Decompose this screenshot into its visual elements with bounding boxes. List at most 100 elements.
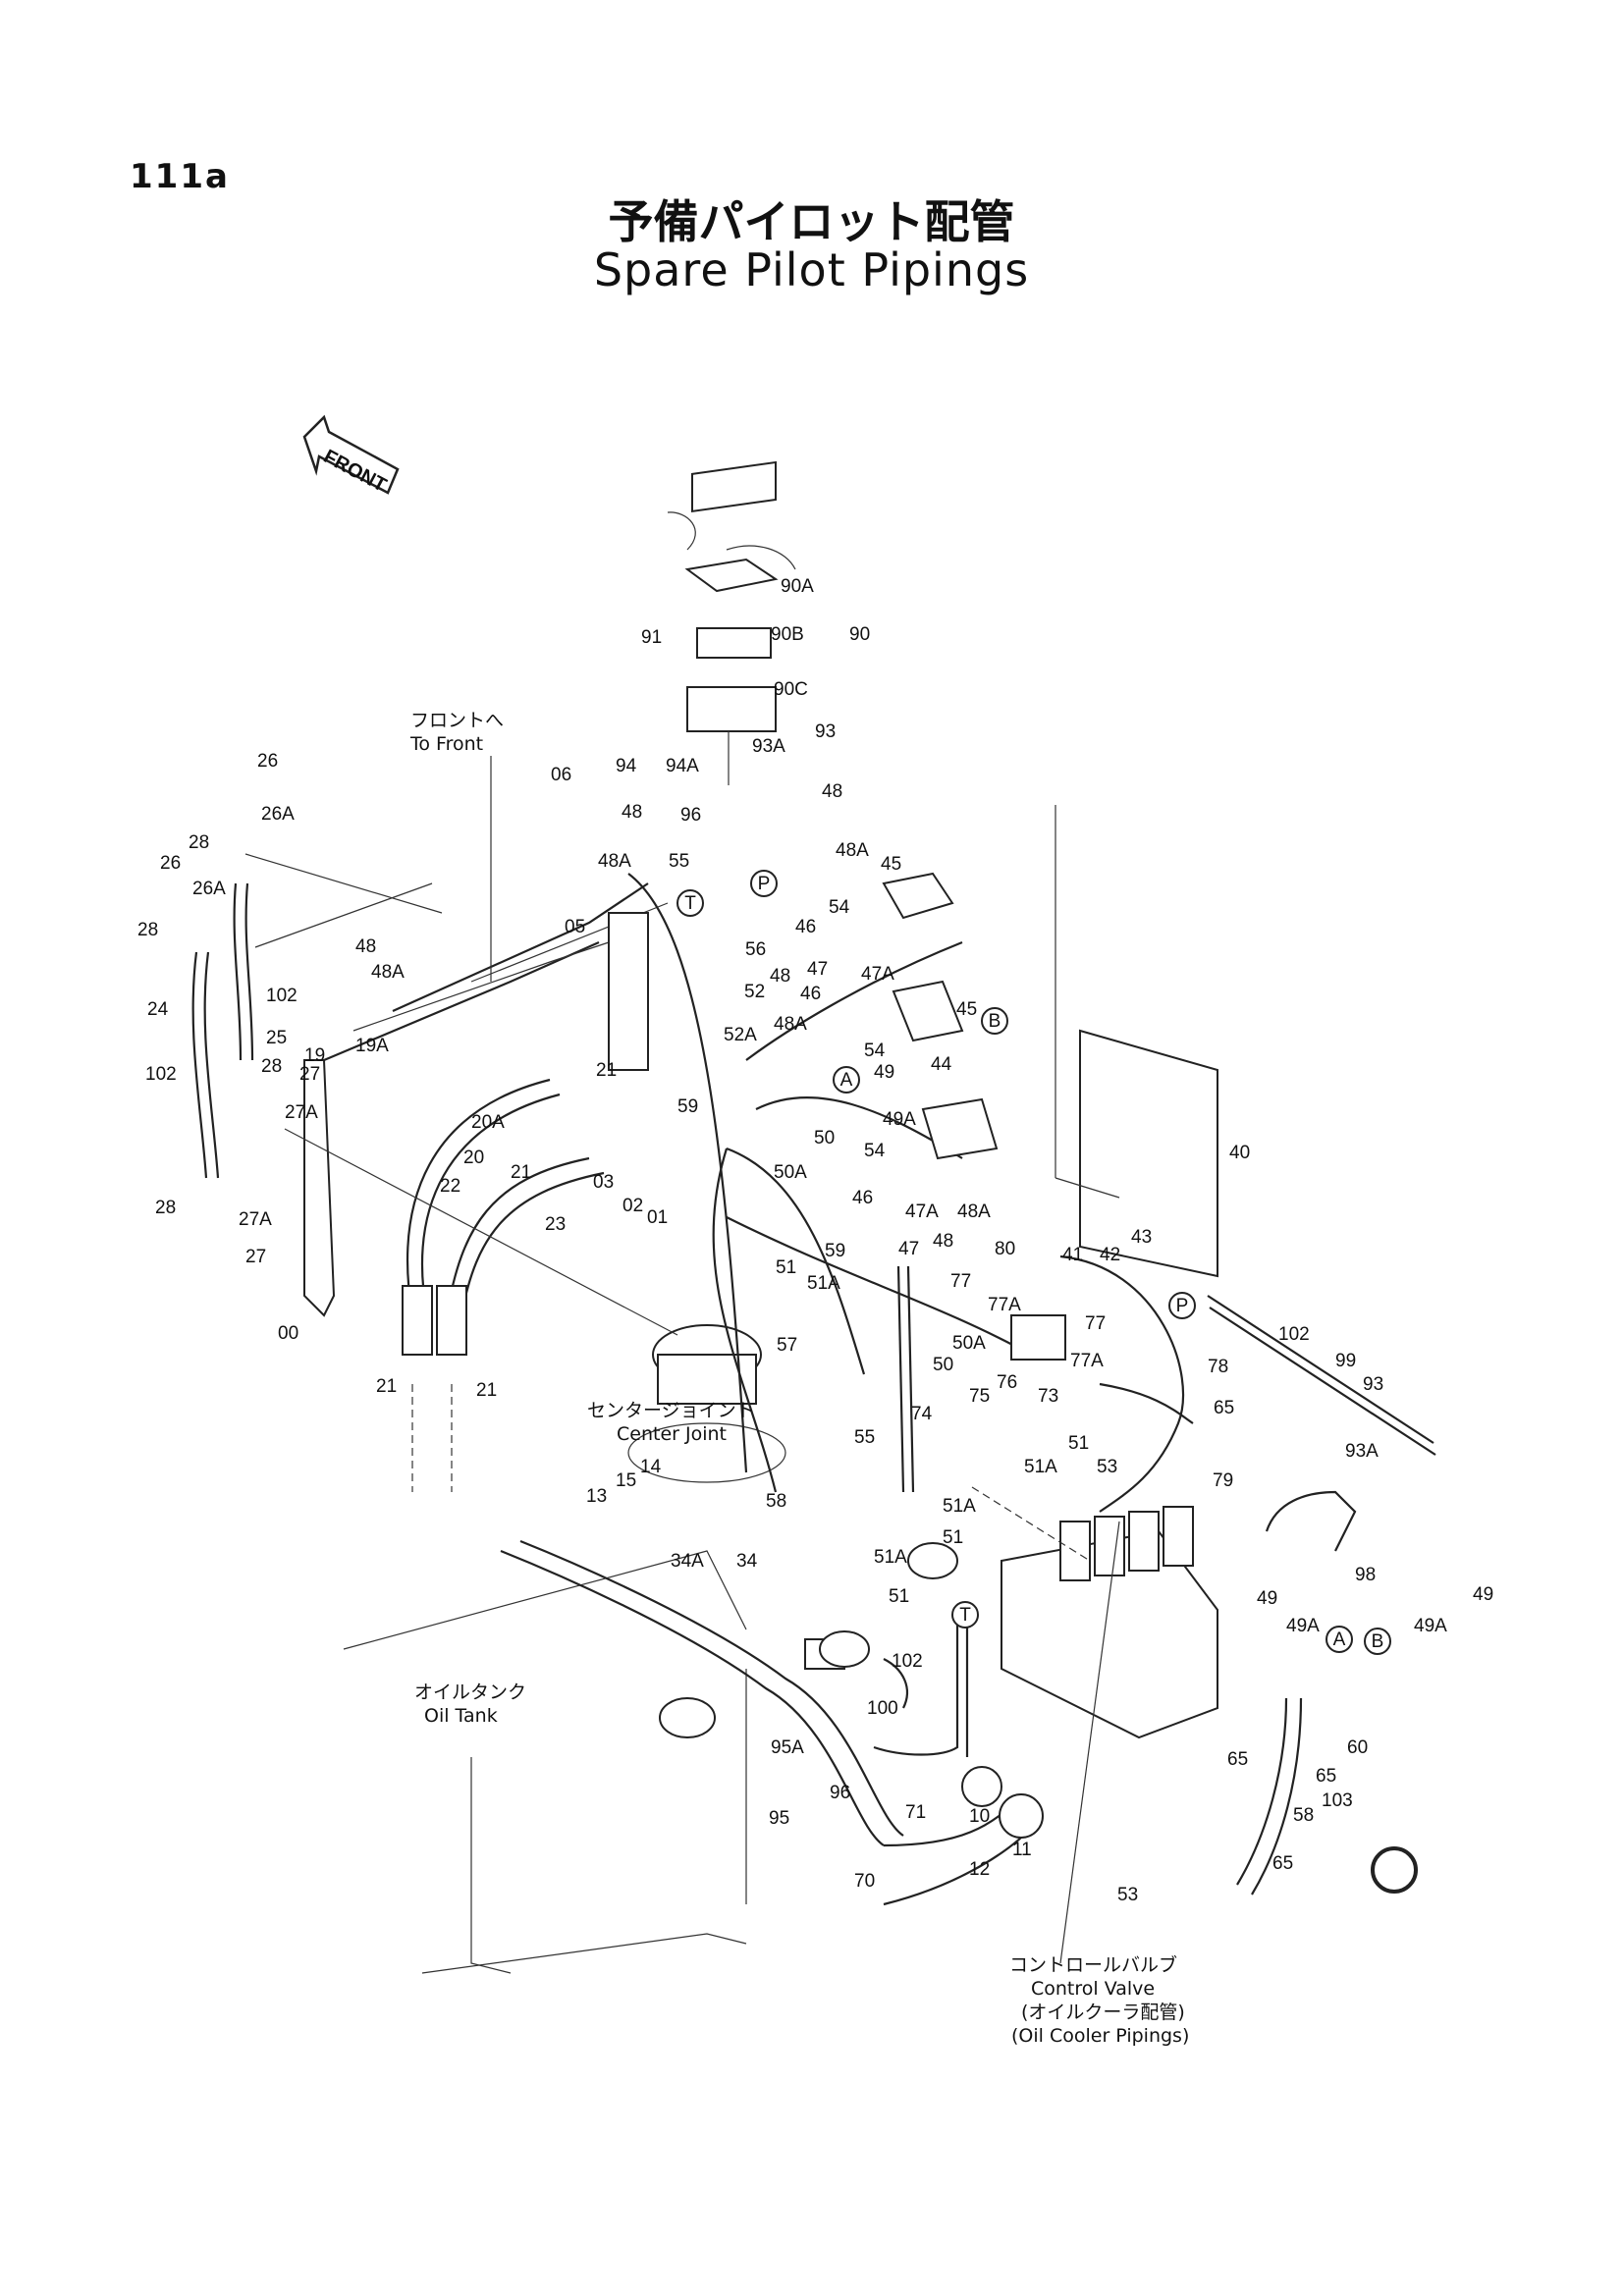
callout-c59b: 59	[825, 1241, 845, 1261]
callout-c49ac: 49A	[1414, 1616, 1447, 1636]
callout-c27b: 27	[245, 1247, 266, 1267]
callout-c78: 78	[1208, 1357, 1228, 1377]
callout-c90a: 90A	[781, 576, 814, 597]
callout-c44: 44	[931, 1054, 952, 1075]
circle-marker-ring	[676, 889, 704, 917]
hoses-left	[191, 882, 605, 1356]
callout-c49c: 49	[1473, 1584, 1493, 1605]
callout-c90c: 90C	[774, 679, 808, 700]
callout-c46a: 46	[795, 917, 816, 937]
oil-tank	[343, 1550, 747, 1974]
callout-c48al: 48A	[371, 962, 405, 983]
callout-c42: 42	[1100, 1245, 1120, 1265]
callout-c34a: 34A	[671, 1551, 704, 1572]
callout-c50a: 50A	[774, 1162, 807, 1183]
callout-c52: 52	[744, 982, 765, 1002]
hoses-right	[1059, 1255, 1436, 1896]
callout-c26ab: 26A	[192, 879, 226, 899]
callout-c19a: 19A	[355, 1036, 389, 1056]
callout-c75: 75	[969, 1386, 990, 1407]
callout-c10: 10	[969, 1806, 990, 1827]
callout-c58a: 58	[766, 1491, 786, 1512]
callout-c80: 80	[995, 1239, 1015, 1259]
callout-c48am: 48A	[836, 840, 869, 861]
callout-c102c: 102	[1278, 1324, 1310, 1345]
callout-c56: 56	[745, 939, 766, 960]
callout-c58b: 58	[1293, 1805, 1314, 1826]
callout-c77aa: 77A	[988, 1295, 1021, 1315]
callout-c60: 60	[1347, 1737, 1368, 1758]
callout-c76: 76	[997, 1372, 1017, 1393]
callout-c54a: 54	[829, 897, 850, 918]
circle-marker-t: T	[684, 893, 696, 914]
callout-c100: 100	[867, 1698, 898, 1719]
callout-c27a: 27	[299, 1064, 320, 1085]
callout-c12: 12	[969, 1859, 990, 1880]
callout-c27aa: 27A	[285, 1102, 318, 1123]
note-oil-tank-jp: オイルタンク	[414, 1682, 526, 1703]
callout-c49aa: 49A	[883, 1109, 916, 1130]
callout-c93ab: 93A	[1345, 1441, 1379, 1462]
callout-c14: 14	[640, 1457, 662, 1477]
filters	[819, 1542, 1418, 1894]
callout-c20a: 20A	[471, 1112, 505, 1133]
callout-c48m: 48	[822, 781, 842, 802]
callout-c26b: 26	[160, 853, 181, 874]
center-joint	[627, 1324, 786, 1483]
callout-c59a: 59	[677, 1096, 698, 1117]
callout-c47b: 47	[898, 1239, 919, 1259]
callout-c28a: 28	[189, 832, 209, 853]
front-arrow: FRONT	[302, 414, 400, 497]
circle-marker-ring	[1364, 1628, 1391, 1655]
title-english: Spare Pilot Pipings	[593, 243, 1030, 296]
callout-c26a: 26	[257, 751, 278, 772]
callout-c21d: 21	[476, 1380, 497, 1401]
callout-c43: 43	[1131, 1227, 1152, 1248]
callout-c47aa: 47A	[861, 964, 894, 985]
callout-c79: 79	[1213, 1470, 1233, 1491]
circle-marker-a: A	[1333, 1629, 1346, 1650]
callout-c96a: 96	[680, 805, 701, 826]
callout-c02: 02	[622, 1196, 643, 1216]
title-japanese: 予備パイロット配管	[608, 195, 1015, 248]
callout-c40: 40	[1229, 1143, 1250, 1163]
callout-c51ab: 51A	[1024, 1457, 1057, 1477]
callout-c11: 11	[1012, 1840, 1032, 1860]
callout-c34: 34	[736, 1551, 758, 1572]
control-valve	[1001, 1506, 1218, 1739]
callout-c51ac: 51A	[943, 1496, 976, 1517]
callout-c49ab: 49A	[1286, 1616, 1320, 1636]
callout-c50ab: 50A	[952, 1333, 986, 1354]
callout-c57: 57	[777, 1335, 797, 1356]
callout-c53b: 53	[1117, 1885, 1138, 1905]
callout-c54b: 54	[864, 1041, 886, 1061]
callout-c53a: 53	[1097, 1457, 1117, 1477]
note-control-valve-en: Control Valve	[1031, 1978, 1155, 2000]
callout-c21c: 21	[376, 1376, 397, 1397]
circle-marker-a: A	[840, 1070, 853, 1091]
page-number: 111a	[130, 157, 230, 196]
callout-c99: 99	[1335, 1351, 1356, 1371]
central-hose-bundle	[627, 873, 1032, 1493]
circle-marker-ring	[1325, 1626, 1353, 1653]
callout-c50: 50	[814, 1128, 835, 1148]
callout-c74: 74	[911, 1404, 933, 1424]
callout-c51c: 51	[943, 1527, 963, 1548]
callout-c102d: 102	[892, 1651, 923, 1672]
callout-c93b: 93	[1363, 1374, 1383, 1395]
note-center-joint-en: Center Joint	[617, 1423, 727, 1445]
callout-c28d: 28	[155, 1198, 176, 1218]
circle-marker-ring	[750, 870, 778, 897]
callout-c54c: 54	[864, 1141, 886, 1161]
callout-c94a: 94A	[666, 756, 699, 776]
callout-labels: 90A 90B 90 90C 91 93A 93 94 94A 96 06 48…	[137, 576, 1493, 1905]
callout-c65d: 65	[1272, 1853, 1293, 1874]
callout-c01: 01	[647, 1207, 668, 1228]
callout-c51ad: 51A	[874, 1547, 907, 1568]
oil-cooler-pipe	[500, 1539, 1044, 1906]
callout-c55top: 55	[669, 851, 689, 872]
circle-marker-ring	[981, 1007, 1008, 1035]
callout-c24: 24	[147, 999, 169, 1020]
callout-c51aa: 51A	[807, 1273, 840, 1294]
